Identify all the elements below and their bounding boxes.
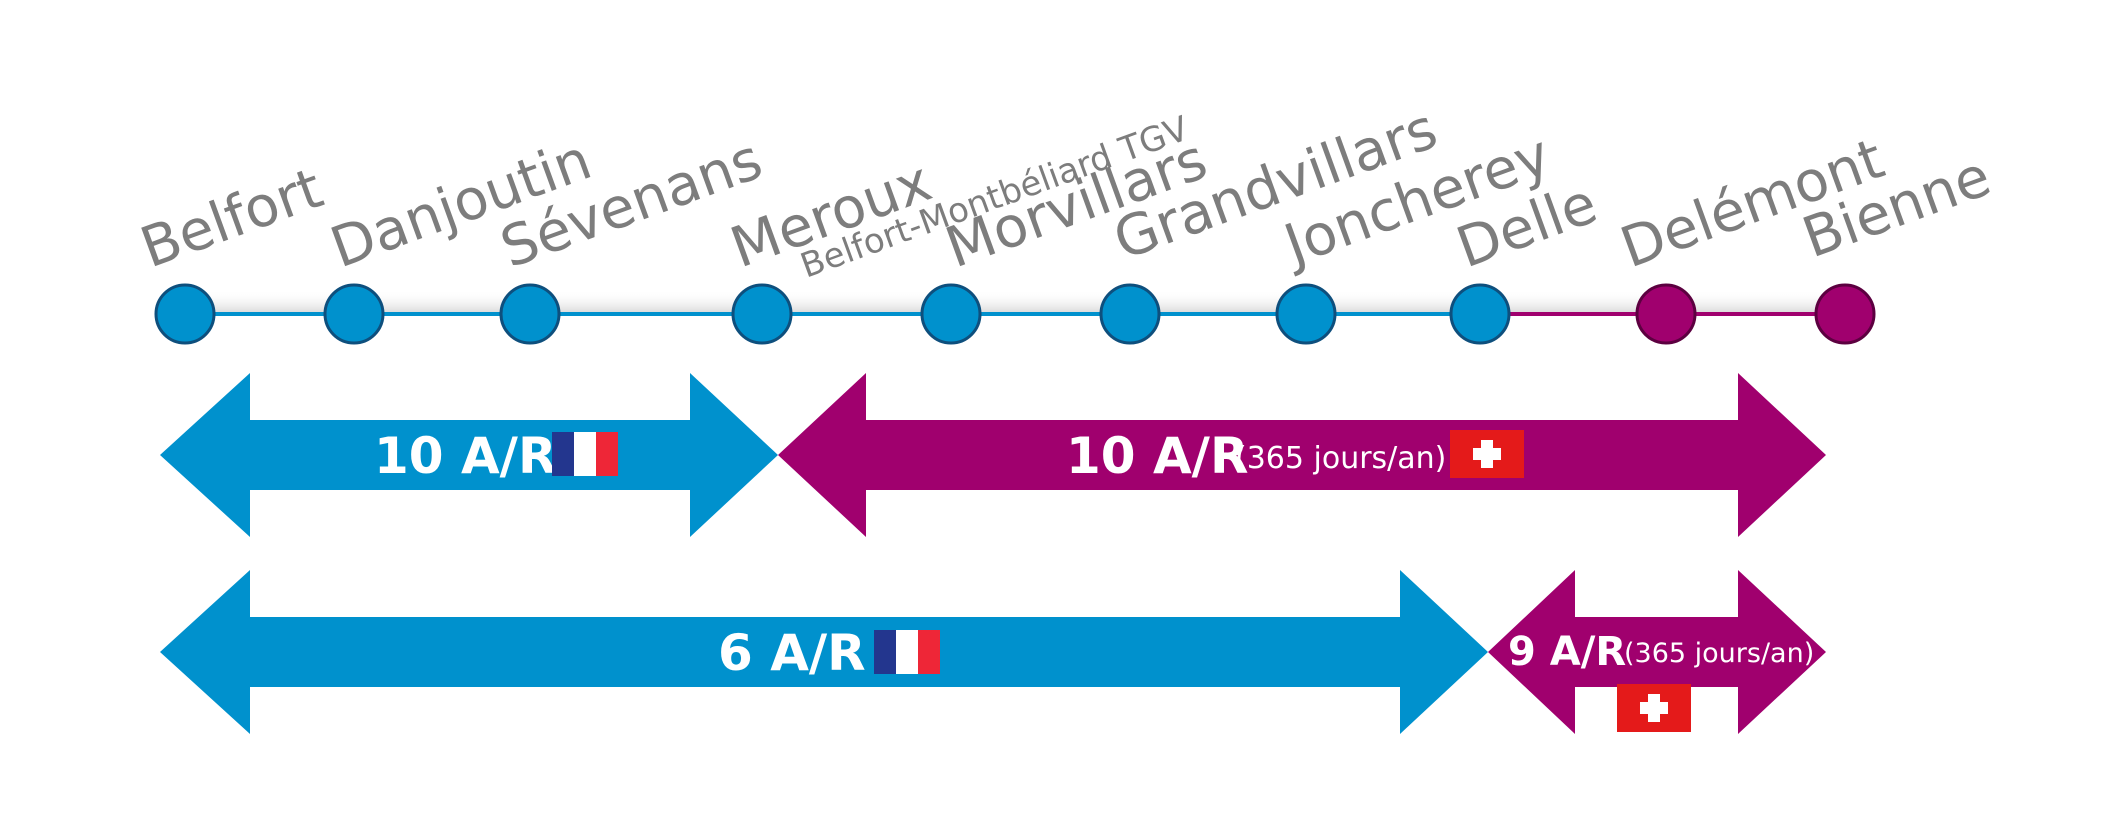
service-label-row2-france: 6 A/R <box>718 624 866 682</box>
service-label-row1-swiss: 10 A/R <box>1066 427 1248 485</box>
service-label-row1-france: 10 A/R <box>374 427 556 485</box>
service-note-row2-swiss: (365 jours/an) <box>1624 638 1814 669</box>
service-arrow-france-row1: 10 A/R <box>160 373 778 537</box>
station-morvillars <box>920 283 982 345</box>
station-bienne <box>1814 283 1876 345</box>
station-delemont <box>1635 283 1697 345</box>
arrow-shape-swiss-row2 <box>1488 570 1826 734</box>
station-delle <box>1449 283 1511 345</box>
station-label-belfort: Belfort <box>133 156 331 281</box>
station-grandvillars <box>1099 283 1161 345</box>
service-arrow-swiss-row1: 10 A/R (365 jours/an) <box>778 373 1826 537</box>
service-note-row1-swiss: (365 jours/an) <box>1235 441 1446 476</box>
arrow-shape-swiss-row1 <box>778 373 1826 537</box>
swiss-flag <box>1617 684 1691 732</box>
station-sevenans <box>499 283 561 345</box>
station-joncherey <box>1275 283 1337 345</box>
france-flag <box>874 630 940 674</box>
service-label-row2-swiss: 9 A/R <box>1508 629 1626 675</box>
service-arrow-france-row2: 6 A/R <box>160 570 1488 734</box>
station-meroux <box>731 283 793 345</box>
station-danjoutin <box>323 283 385 345</box>
station-labels: Belfort Danjoutin Sévenans Meroux Belfor… <box>133 96 1999 286</box>
track-shadow <box>185 290 1845 314</box>
station-markers <box>154 283 1876 345</box>
arrow-shape-france-row1 <box>160 373 778 537</box>
swiss-flag <box>1450 430 1524 478</box>
arrow-shape-france-row2 <box>160 570 1488 734</box>
station-belfort <box>154 283 216 345</box>
france-flag <box>552 432 618 476</box>
service-arrow-swiss-row2: 9 A/R (365 jours/an) <box>1488 570 1826 734</box>
